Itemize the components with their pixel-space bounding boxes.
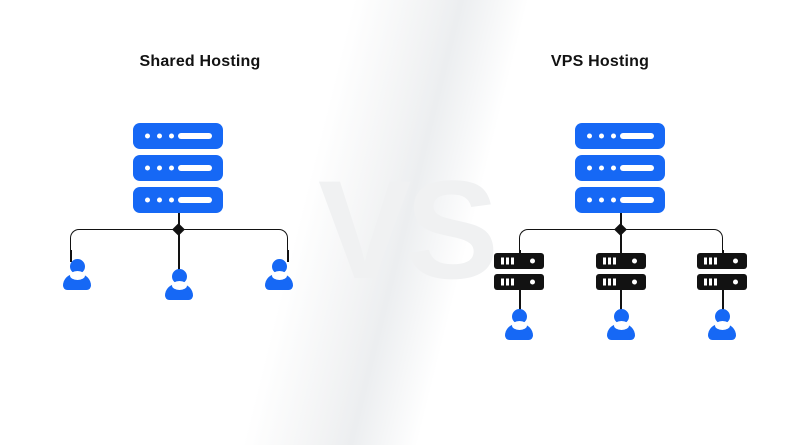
client-user-icon bbox=[265, 259, 293, 290]
vps-node-bars bbox=[704, 257, 717, 265]
vps-node-led bbox=[632, 258, 637, 264]
connector-drop-vps-2 bbox=[620, 229, 622, 254]
vps-node-led bbox=[530, 258, 535, 264]
client-user-icon bbox=[63, 259, 91, 290]
server-status-bar bbox=[620, 197, 654, 203]
connector-drop-shared-2 bbox=[178, 229, 180, 271]
server-status-bar bbox=[178, 133, 212, 139]
server-status-bar bbox=[178, 197, 212, 203]
server-indicator-dots bbox=[587, 165, 616, 171]
panel-vps-hosting: VPS Hosting bbox=[400, 0, 800, 445]
connector-bus-left-shared bbox=[70, 229, 180, 252]
connector-drop-shared-3 bbox=[287, 250, 289, 262]
vps-node-unit bbox=[697, 274, 747, 290]
vs-watermark: VS bbox=[318, 151, 499, 308]
vps-node-led bbox=[632, 279, 637, 285]
vps-node-led bbox=[733, 279, 738, 285]
vps-node-stack bbox=[596, 253, 646, 295]
connector-bus-right-shared bbox=[178, 229, 288, 252]
server-unit bbox=[133, 155, 223, 181]
vps-node-bars bbox=[603, 278, 616, 286]
connector-trunk-vps bbox=[620, 213, 622, 231]
server-status-bar bbox=[620, 165, 654, 171]
server-indicator-dots bbox=[587, 133, 616, 139]
client-user-icon bbox=[607, 309, 635, 340]
vps-node-stack bbox=[494, 253, 544, 295]
connector-bus-right-vps bbox=[620, 229, 723, 252]
server-indicator-dots bbox=[145, 133, 174, 139]
server-indicator-dots bbox=[587, 197, 616, 203]
server-status-bar bbox=[178, 165, 212, 171]
vps-node-unit bbox=[596, 274, 646, 290]
vps-node-stack bbox=[697, 253, 747, 295]
vps-node-bars bbox=[704, 278, 717, 286]
server-stack-vps bbox=[575, 123, 665, 219]
page-title-shared-hosting: Shared Hosting bbox=[139, 53, 261, 70]
connector-trunk-shared bbox=[178, 213, 180, 231]
server-unit bbox=[575, 187, 665, 213]
server-unit bbox=[575, 123, 665, 149]
vps-node-bars bbox=[603, 257, 616, 265]
connector-node-user-vps-2 bbox=[620, 290, 622, 310]
vps-node-bars bbox=[501, 278, 514, 286]
server-unit bbox=[133, 123, 223, 149]
server-indicator-dots bbox=[145, 197, 174, 203]
server-unit bbox=[133, 187, 223, 213]
server-unit bbox=[575, 155, 665, 181]
page-title-vps-hosting: VPS Hosting bbox=[550, 53, 650, 70]
vps-node-unit bbox=[596, 253, 646, 269]
client-user-icon bbox=[505, 309, 533, 340]
vps-node-bars bbox=[501, 257, 514, 265]
client-user-icon bbox=[165, 269, 193, 300]
connector-drop-shared-1 bbox=[70, 250, 72, 262]
vps-node-unit bbox=[494, 253, 544, 269]
server-indicator-dots bbox=[145, 165, 174, 171]
client-user-icon bbox=[708, 309, 736, 340]
connector-node-user-vps-1 bbox=[519, 290, 521, 310]
vps-node-led bbox=[530, 279, 535, 285]
vps-node-led bbox=[733, 258, 738, 264]
connector-node-user-vps-3 bbox=[722, 290, 724, 310]
server-status-bar bbox=[620, 133, 654, 139]
vps-node-unit bbox=[697, 253, 747, 269]
server-stack-shared bbox=[133, 123, 223, 219]
panel-shared-hosting: Shared Hosting bbox=[63, 53, 293, 300]
vps-node-unit bbox=[494, 274, 544, 290]
connector-bus-left-vps bbox=[519, 229, 622, 252]
